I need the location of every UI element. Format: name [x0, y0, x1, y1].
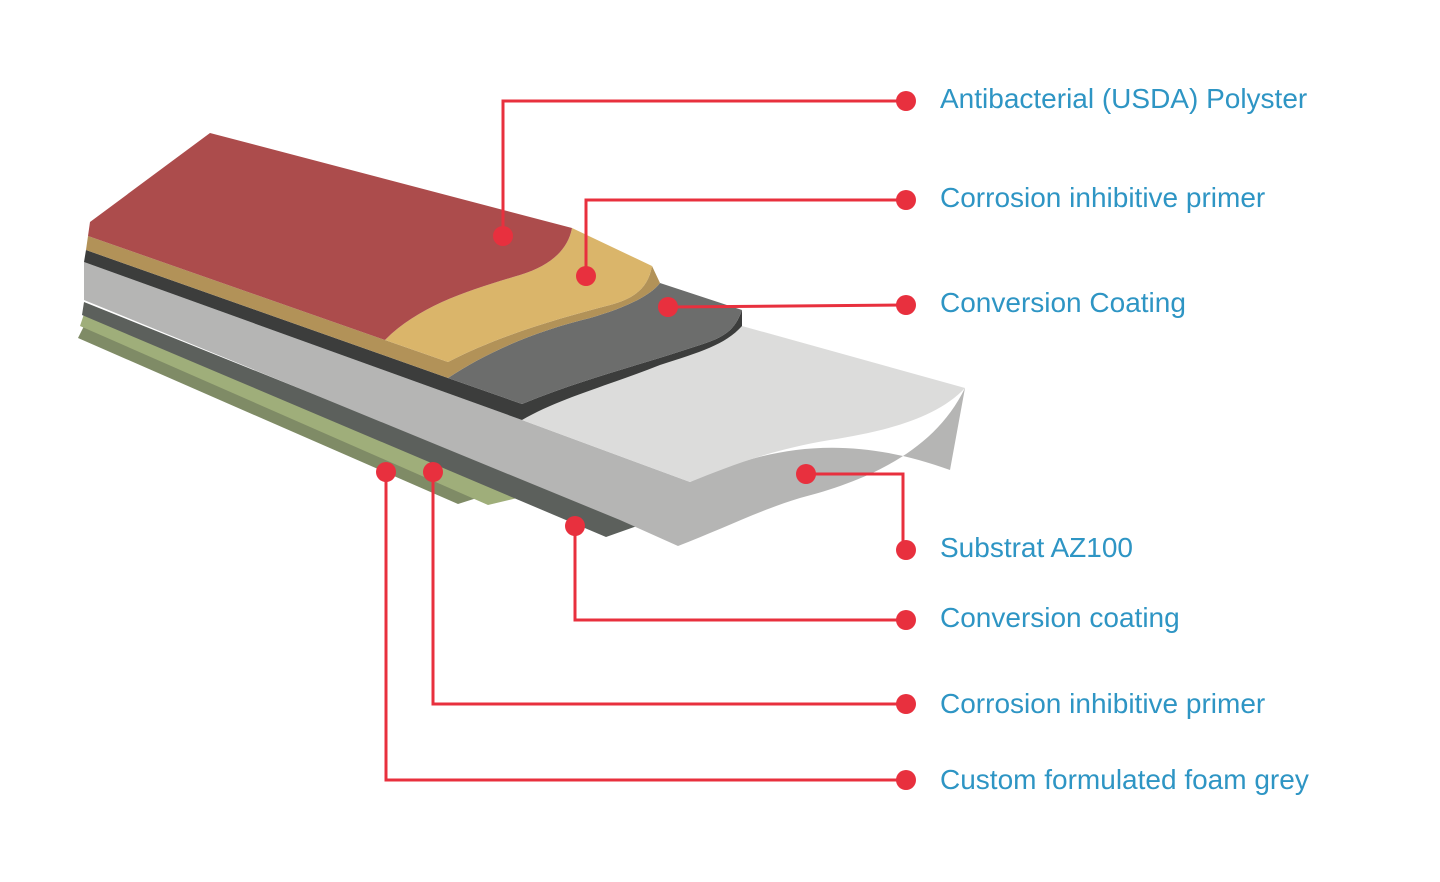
- primer-top-edge: [86, 236, 660, 378]
- callout-line-polyester: [501, 99, 906, 236]
- callout-dot-polyester-label: [896, 91, 916, 111]
- callout-line-conversion-bottom: [573, 526, 906, 622]
- label-conversion-top: Conversion Coating: [940, 287, 1186, 318]
- callout-dot-conversion-bottom-origin: [565, 516, 585, 536]
- callout-dot-foam-origin: [376, 462, 396, 482]
- label-conversion-bottom: Conversion coating: [940, 602, 1180, 633]
- callout-dot-primer-top-origin: [576, 266, 596, 286]
- callout-dot-primer-bottom-label: [896, 694, 916, 714]
- label-polyester: Antibacterial (USDA) Polyster: [940, 83, 1308, 114]
- callout-dot-conversion-bottom-label: [896, 610, 916, 630]
- substrate-edge: [84, 262, 965, 546]
- callout-dot-conversion-top-label: [896, 295, 916, 315]
- callout-line-foam: [384, 472, 906, 782]
- callout-lines: [384, 99, 907, 782]
- label-foam: Custom formulated foam grey: [940, 764, 1309, 795]
- bottom-conversion-layer: [82, 302, 640, 537]
- callout-dot-substrate-label: [896, 540, 916, 560]
- callout-dot-conversion-top-origin: [658, 297, 678, 317]
- callout-dot-polyester-origin: [493, 226, 513, 246]
- callout-dots: [376, 91, 916, 790]
- callout-line-conversion-top: [667, 303, 907, 309]
- label-primer-top: Corrosion inhibitive primer: [940, 182, 1266, 213]
- callout-dot-substrate-origin: [796, 464, 816, 484]
- label-substrate: Substrat AZ100: [940, 532, 1134, 563]
- label-primer-bottom: Corrosion inhibitive primer: [940, 688, 1266, 719]
- substrate-top: [522, 326, 965, 482]
- callout-line-primer-bottom: [431, 472, 906, 706]
- callout-dot-foam-label: [896, 770, 916, 790]
- callout-line-primer-top: [584, 198, 906, 276]
- callout-dot-primer-top-label: [896, 190, 916, 210]
- polyester-top-surface: [88, 133, 572, 340]
- callout-dot-primer-bottom-origin: [423, 462, 443, 482]
